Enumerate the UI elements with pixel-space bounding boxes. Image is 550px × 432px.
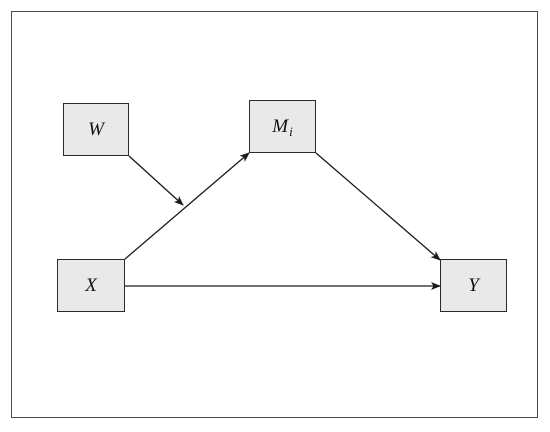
node-w-label: W bbox=[88, 118, 104, 140]
node-y: Y bbox=[440, 259, 507, 312]
node-x-label: X bbox=[85, 274, 97, 296]
node-w: W bbox=[63, 103, 129, 156]
figure-frame bbox=[11, 11, 538, 418]
node-m-subscript: i bbox=[289, 123, 293, 139]
node-x: X bbox=[57, 259, 125, 312]
node-m-label: M bbox=[272, 115, 289, 137]
node-y-label: Y bbox=[468, 274, 479, 296]
